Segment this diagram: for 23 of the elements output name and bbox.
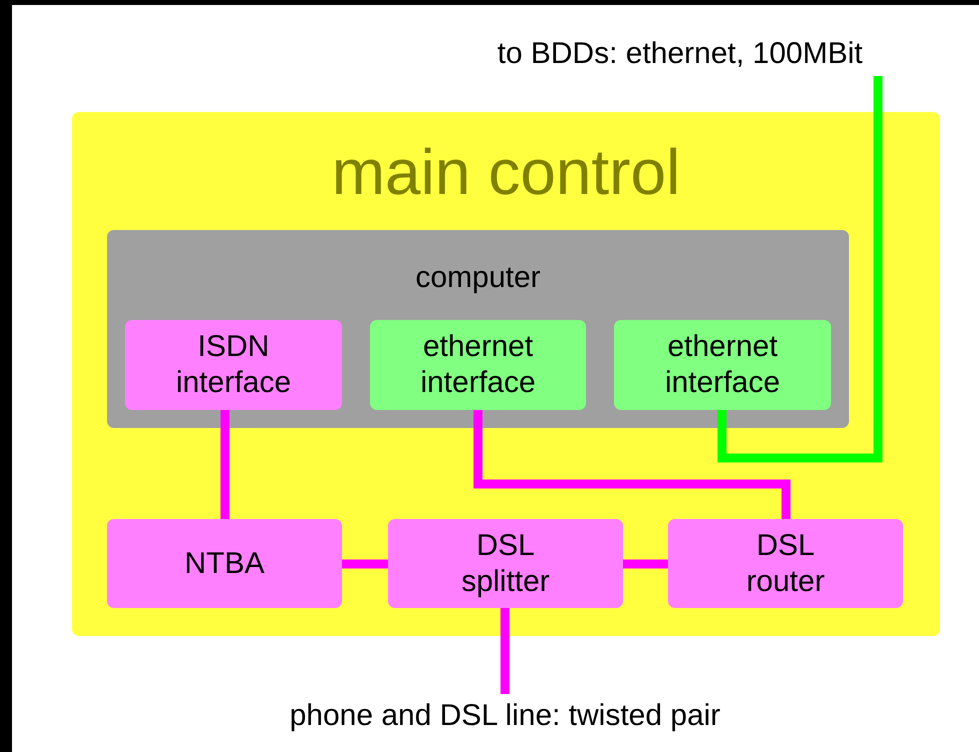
component-box <box>614 320 831 410</box>
main-control-panel <box>72 112 940 636</box>
computer-panel <box>107 230 849 428</box>
connector-line <box>500 608 510 694</box>
component-box <box>107 519 342 608</box>
box-label: DSL splitter <box>460 528 551 600</box>
caption-text: to BDDs: ethernet, 100MBit <box>497 36 863 72</box>
caption-text: phone and DSL line: twisted pair <box>290 698 720 734</box>
box-label: DSL router <box>745 528 826 600</box>
component-box <box>668 519 903 608</box>
component-box <box>388 519 623 608</box>
box-label: ethernet interface <box>664 329 782 401</box>
component-box <box>125 320 342 410</box>
box-label: ISDN interface <box>174 329 292 401</box>
panel-title: computer <box>415 260 541 296</box>
connector-line <box>718 76 882 462</box>
connector-line <box>342 560 388 568</box>
box-label: ethernet interface <box>419 329 537 401</box>
component-box <box>370 320 586 410</box>
connector-line <box>623 560 668 568</box>
box-label: NTBA <box>183 546 266 582</box>
panel-title: main control <box>332 140 680 204</box>
connector-line <box>220 410 230 519</box>
